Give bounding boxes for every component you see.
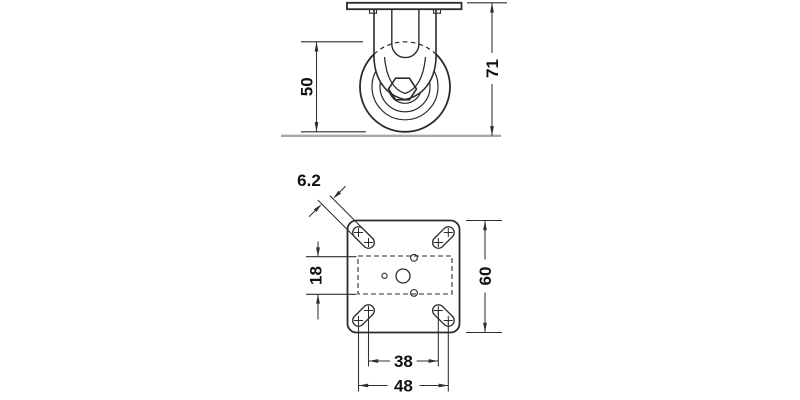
dim-71-arrow-down xyxy=(490,126,494,136)
slot-hole-bottom-left xyxy=(352,304,375,327)
slot-outline-bottom-left xyxy=(352,304,375,327)
dim-overall-height: 71 xyxy=(467,2,507,136)
small-hole-left xyxy=(381,272,388,279)
dim-plate-size-label: 60 xyxy=(476,267,495,286)
slot-outline-bottom-right xyxy=(431,304,455,327)
fork-footprint-hidden-rect xyxy=(357,255,453,295)
dim-48-arrow-right xyxy=(438,383,449,388)
dim-wheel-diameter: 50 xyxy=(297,41,366,133)
dim-6-2-tangent-upper xyxy=(329,195,373,238)
dim-slot-width: 6.2 xyxy=(297,171,373,243)
mounting-plate-top-view: 6.2 18 60 xyxy=(297,171,502,396)
slot-crosshairs-top-right xyxy=(433,228,453,247)
fork-wrap-inner-edge xyxy=(383,56,427,95)
mounting-plate-outline xyxy=(346,219,461,334)
dim-50-arrow-up xyxy=(314,41,319,52)
dim-48-arrow-left xyxy=(358,383,369,388)
dim-overall-height-label: 71 xyxy=(483,59,502,78)
dim-6-2-arrow-shaft-lower xyxy=(308,210,316,218)
rivet-hole-bottom xyxy=(410,288,418,297)
dim-hole-spacing-outer: 48 xyxy=(357,320,449,396)
dim-38-arrow-left xyxy=(368,359,379,363)
dim-71-arrow-up xyxy=(490,2,494,13)
center-kingpin-hole xyxy=(395,268,411,284)
slot-hole-bottom-right xyxy=(431,304,455,327)
slot-hole-top-right xyxy=(431,226,455,249)
dim-plate-size: 60 xyxy=(466,219,502,334)
dim-6-2-tangent-lower xyxy=(317,199,361,243)
wheel-outline xyxy=(359,53,451,133)
kingpin-housing xyxy=(391,9,420,59)
slot-crosshairs-bottom-left xyxy=(354,306,373,325)
slot-outline-top-right xyxy=(431,226,455,249)
dim-wheel-diameter-label: 50 xyxy=(297,77,316,96)
dim-60-arrow-up xyxy=(483,220,487,231)
plate-tab-left xyxy=(368,8,378,14)
dim-bracket-offset: 18 xyxy=(306,241,357,320)
dim-6-2-arrow-lower xyxy=(313,204,322,213)
slot-crosshairs-top-left xyxy=(354,228,373,247)
dim-60-arrow-down xyxy=(483,322,487,333)
dim-6-2-arrow-shaft-upper xyxy=(339,185,346,193)
dim-18-arrow-up xyxy=(316,294,320,304)
slot-hole-top-left xyxy=(352,226,375,249)
axle-hex-nut xyxy=(387,77,418,101)
rivet-hole-top xyxy=(410,253,418,262)
plate-tab-right xyxy=(432,8,442,14)
dim-bracket-offset-label: 18 xyxy=(306,266,325,285)
dim-50-arrow-down xyxy=(314,122,319,132)
slot-outline-top-left xyxy=(352,226,375,249)
caster-side-view: 50 71 xyxy=(281,1,507,138)
slot-crosshairs-bottom-right xyxy=(433,306,453,325)
dim-6-2-arrow-upper xyxy=(333,190,342,199)
dim-hole-spacing-inner-label: 38 xyxy=(394,352,413,371)
wheel-hidden-top-arc xyxy=(373,41,437,55)
dim-38-arrow-right xyxy=(428,359,439,363)
dim-hole-spacing-inner: 38 xyxy=(367,310,439,371)
dim-18-arrow-down xyxy=(316,247,320,257)
dim-slot-width-label: 6.2 xyxy=(297,171,321,190)
dim-hole-spacing-outer-label: 48 xyxy=(394,377,413,396)
mounting-plate-edge xyxy=(346,1,463,11)
